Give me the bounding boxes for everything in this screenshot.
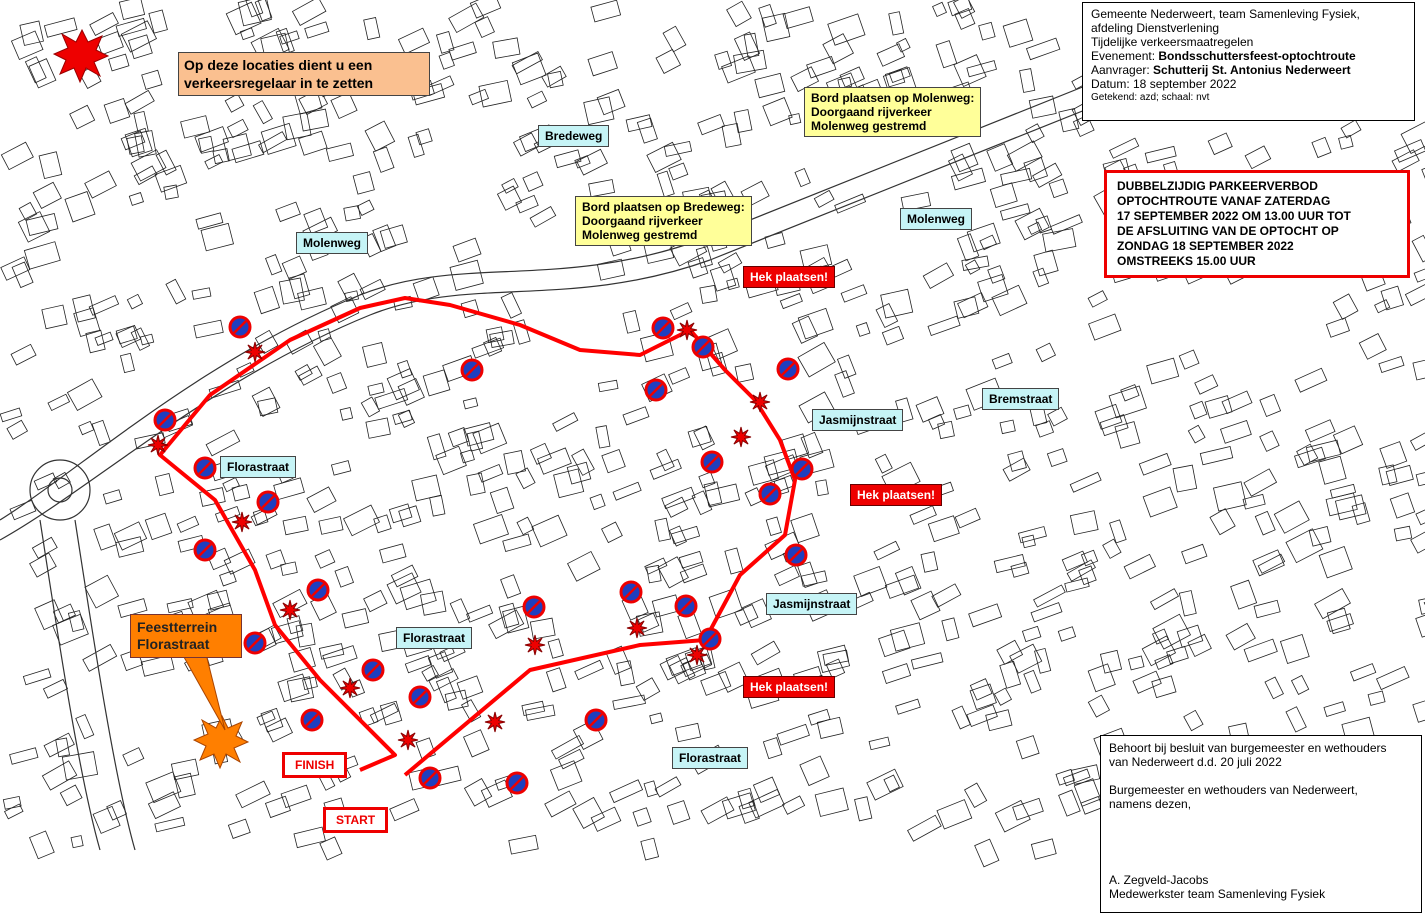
sign-note-bredeweg: Bord plaatsen op Bredeweg:Doorgaand rijv… [575,196,752,246]
no-parking-sign-icon [522,595,546,619]
approval-box: Behoort bij besluit van burgemeester en … [1100,735,1422,913]
street-label-molenweg: Molenweg [900,208,973,230]
street-label-jasmijnstraat: Jasmijnstraat [766,593,858,615]
no-parking-sign-icon [698,627,722,651]
feestterrein-marker [192,714,250,770]
finish-label: FINISH [282,752,348,778]
no-parking-sign-icon [505,771,529,795]
no-parking-sign-icon [361,658,385,682]
traffic-controller-icon [147,434,169,456]
subject-line: Tijdelijke verkeersmaatregelen [1091,35,1254,49]
no-parking-sign-icon [306,578,330,602]
street-label-florastraat: Florastraat [672,747,749,769]
traffic-controller-icon [244,341,266,363]
traffic-controller-icon [524,634,546,656]
signatory-name: A. Zegveld-Jacobs [1109,873,1209,887]
traffic-controller-icon [730,426,752,448]
street-label-bremstraat: Bremstraat [982,388,1060,410]
fence-note: Hek plaatsen! [743,676,836,698]
traffic-controller-icon [279,599,301,621]
no-parking-sign-icon [460,358,484,382]
traffic-controller-icon [231,511,253,533]
traffic-controller-icon [339,677,361,699]
org-line: Gemeente Nederweert, team Samenleving Fy… [1091,7,1360,21]
no-parking-sign-icon [243,631,267,655]
no-parking-sign-icon [418,766,442,790]
traffic-controller-icon [397,729,419,751]
no-parking-sign-icon [408,685,432,709]
event-line: Evenement: Bondsschuttersfeest-optochtro… [1091,49,1356,63]
start-label: START [323,807,389,833]
no-parking-sign-icon [193,538,217,562]
traffic-controller-icon [484,711,506,733]
no-parking-sign-icon [300,708,324,732]
no-parking-sign-icon [193,456,217,480]
no-parking-sign-icon [784,543,808,567]
no-parking-sign-icon [674,594,698,618]
no-parking-sign-icon [651,316,675,340]
traffic-controller-icon [686,644,708,666]
no-parking-sign-icon [776,357,800,381]
no-parking-sign-icon [619,580,643,604]
parade-route [158,296,797,777]
street-label-jasmijnstraat: Jasmijnstraat [812,409,904,431]
road-outlines [0,79,1111,851]
signatory-role: Medewerkster team Samenleving Fysiek [1109,887,1326,901]
header-box: Gemeente Nederweert, team Samenleving Fy… [1082,2,1415,121]
fence-note: Hek plaatsen! [850,484,943,506]
no-parking-sign-icon [228,315,252,339]
street-label-florastraat: Florastraat [396,627,473,649]
traffic-controller-legend-icon [52,28,110,84]
traffic-controller-markers [147,319,771,751]
sign-note-molenweg: Bord plaatsen op Molenweg:Doorgaand rijv… [804,87,982,137]
fence-note: Hek plaatsen! [743,266,836,288]
street-label-florastraat: Florastraat [220,456,297,478]
street-label-molenweg: Molenweg [296,232,369,254]
no-parking-signs [153,315,814,795]
dept-line: afdeling Dienstverlening [1091,21,1220,35]
street-label-bredeweg: Bredeweg [538,125,610,147]
traffic-controller-icon [749,391,771,413]
traffic-controller-icon [676,319,698,341]
no-parking-sign-icon [256,490,280,514]
date-line: Datum: 18 september 2022 [1091,77,1237,91]
no-parking-sign-icon [644,378,668,402]
no-parking-sign-icon [790,457,814,481]
legend-callout: Op deze locaties dient u een verkeersreg… [178,52,430,96]
traffic-controller-icon [626,617,648,639]
no-parking-sign-icon [584,708,608,732]
no-parking-sign-icon [758,482,782,506]
no-parking-sign-icon [153,408,177,432]
drawn-line: Getekend: azd; schaal: nvt [1091,92,1210,103]
applicant-line: Aanvrager: Schutterij St. Antonius Neder… [1091,63,1351,77]
no-parking-sign-icon [691,335,715,359]
no-parking-sign-icon [700,450,724,474]
